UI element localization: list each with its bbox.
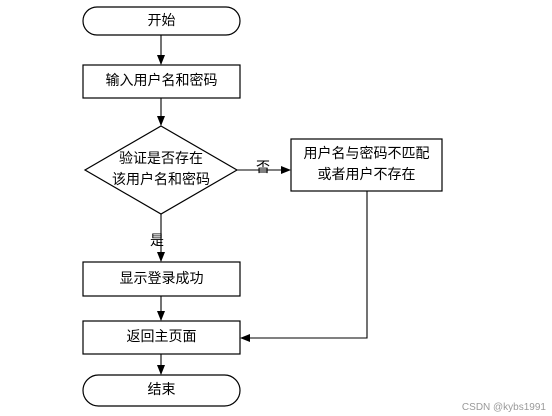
- error-process-box: [290, 138, 443, 192]
- end-terminal: [82, 374, 241, 407]
- success-process-box: [82, 261, 241, 297]
- end-label: 结束: [147, 382, 176, 398]
- arrow-error-to-home: [240, 191, 368, 342]
- input-process-box: [82, 64, 241, 99]
- check-label-line1: 验证是否存在: [119, 151, 203, 167]
- watermark: CSDN @kybs1991: [461, 402, 546, 413]
- edge-label-yes: 是: [150, 233, 164, 249]
- start-label: 开始: [147, 12, 176, 29]
- error-label-line2: 或者用户不存在: [317, 167, 416, 183]
- edge-label-no: 否: [256, 160, 270, 176]
- error-label-line1: 用户名与密码不匹配: [303, 146, 430, 162]
- check-label-line2: 该用户名和密码: [112, 172, 210, 188]
- input-label: 输入用户名和密码: [105, 73, 218, 89]
- error-label: 用户名与密码不匹配 或者用户不存在: [291, 143, 442, 187]
- success-label: 显示登录成功: [119, 270, 204, 287]
- home-label: 返回主页面: [126, 329, 197, 345]
- check-label: 验证是否存在 该用户名和密码: [85, 148, 237, 192]
